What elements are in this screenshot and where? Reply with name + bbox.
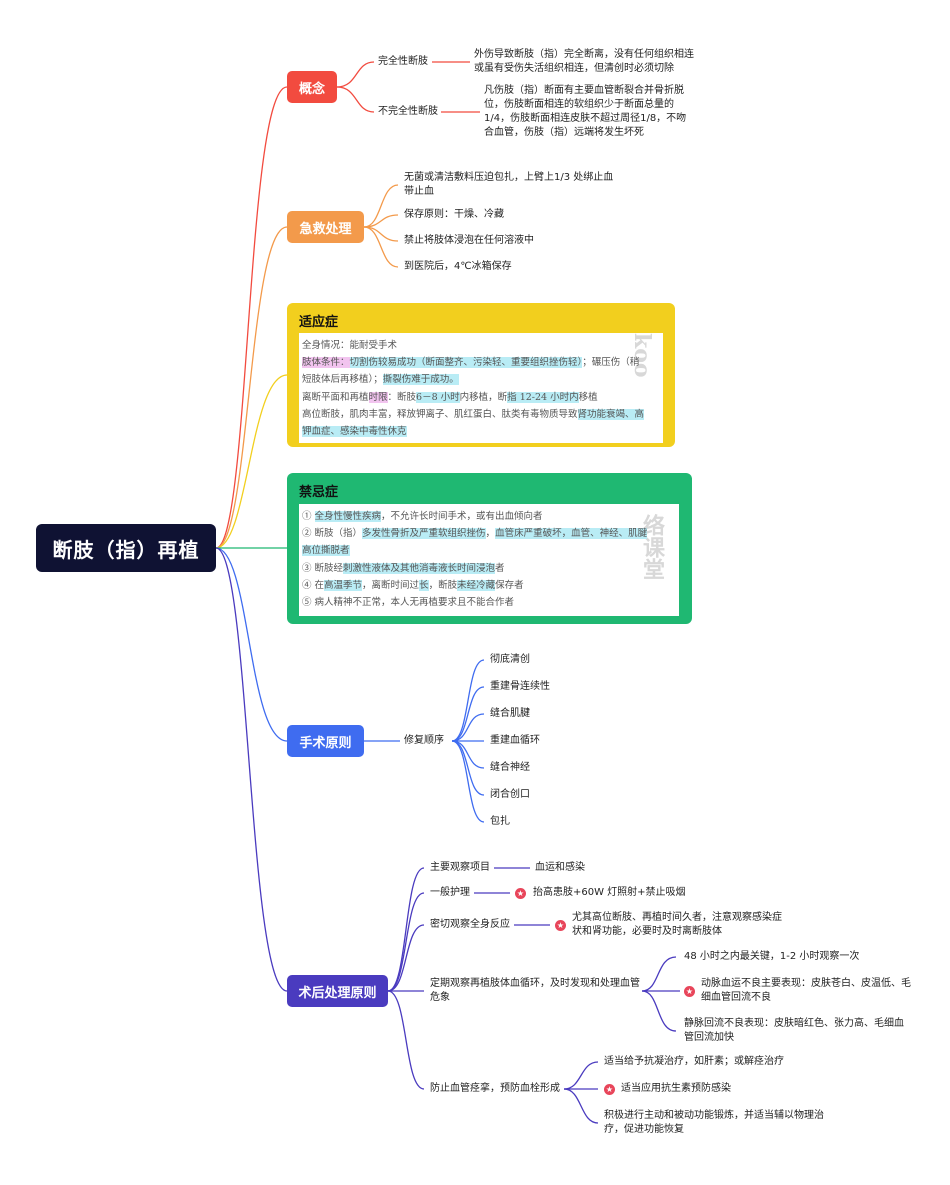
periodic-item: 动脉血运不良主要表现：皮肤苍白、皮温低、毛细血管回流不良	[701, 978, 911, 1003]
branch-concept[interactable]: 概念	[287, 71, 337, 103]
contra-text: ，不允许长时间手术，或有出血倾向者	[381, 511, 543, 522]
indication-title: 适应症	[299, 315, 339, 330]
first-aid-item: 到医院后，4℃冰箱保存	[404, 261, 512, 272]
complete-amputation-desc: 外伤导致断肢（指）完全断离，没有任何组织相连或虽有受伤失活组织相连，但清创时必须…	[474, 49, 694, 74]
contra-text: 全身性慢性疾病	[314, 511, 382, 522]
incomplete-amputation-desc: 凡伤肢（指）断面有主要血管断裂合并骨折脱位，伤肢断面相连的软组织少于断面总量的1…	[484, 85, 687, 138]
surgery-step: 缝合肌腱	[490, 708, 530, 719]
prevent-item: 积极进行主动和被动功能锻炼，并适当辅以物理治疗，促进功能恢复	[604, 1110, 824, 1135]
star-icon: ★	[515, 888, 526, 899]
repair-order-label: 修复顺序	[404, 735, 444, 746]
contra-text: 刺激性液体及其他消毒液长时间浸泡	[343, 563, 496, 574]
contra-text: 长	[419, 580, 429, 591]
general-care-value: 抬高患肢+60W 灯照射+禁止吸烟	[533, 887, 686, 898]
surgery-step: 闭合创口	[490, 789, 530, 800]
indication-text: 撕裂伤难于成功。	[382, 374, 459, 385]
prevent-item: 适当应用抗生素预防感染	[621, 1083, 731, 1094]
watermark: 络课堂	[639, 514, 665, 580]
contra-text: ，离断时间过	[362, 580, 420, 591]
surgery-step: 重建骨连续性	[490, 681, 550, 692]
indication-text: 离断平面和再植	[302, 392, 369, 403]
prevent-spasm-label: 防止血管痉挛，预防血栓形成	[430, 1083, 560, 1094]
first-aid-item: 保存原则：干燥、冷藏	[404, 209, 504, 220]
limb-condition-label: 肢体条件：	[302, 357, 350, 368]
periodic-observation-label: 定期观察再植肢体血循环，及时发现和处理血管危象	[430, 978, 640, 1003]
surgery-step: 彻底清创	[490, 654, 530, 665]
indication-text: 高位断肢，肌肉丰富，释放钾离子、肌红蛋白、肽类有毒物质导致	[302, 409, 578, 420]
contra-text: 高温季节	[324, 580, 363, 591]
star-icon: ★	[604, 1084, 615, 1095]
systemic-reaction-value: 尤其高位断肢、再植时间久者，注意观察感染症状和肾功能，必要时及时离断肢体	[572, 912, 782, 937]
star-icon: ★	[684, 986, 695, 997]
indication-text: 指 12-24 小时内	[507, 392, 579, 403]
root-topic[interactable]: 断肢（指）再植	[36, 524, 216, 572]
indication-text: 6－8 小时	[416, 392, 460, 403]
contra-text: ①	[302, 511, 315, 522]
main-observation-label: 主要观察项目	[430, 862, 490, 873]
contra-text: ③ 断肢经	[302, 563, 344, 574]
contra-text: 血管床严重破坏，血管、神经、肌腱	[495, 528, 648, 539]
indication-text: 肾功能衰竭、高	[577, 409, 645, 420]
contra-text: ，断肢	[428, 580, 458, 591]
surgery-step: 包扎	[490, 816, 510, 827]
general-care-label: 一般护理	[430, 887, 470, 898]
contra-text: 多发性骨折及严重软组织挫伤	[362, 528, 486, 539]
branch-first-aid[interactable]: 急救处理	[287, 211, 364, 243]
first-aid-item: 禁止将肢体浸泡在任何溶液中	[404, 235, 534, 246]
indication-text: 切割伤较易成功（断面整齐、污染轻、重要组织挫伤轻）	[349, 357, 583, 368]
contra-text: 保存者	[495, 580, 524, 591]
systemic-reaction-label: 密切观察全身反应	[430, 919, 510, 930]
incomplete-amputation-label: 不完全性断肢	[378, 106, 438, 117]
indication-line: 全身情况：能耐受手术	[302, 340, 398, 351]
contra-text: 者	[495, 563, 505, 574]
surgery-step: 重建血循环	[490, 735, 540, 746]
contra-text: ，	[485, 528, 496, 539]
indication-body: koo 全身情况：能耐受手术 肢体条件：切割伤较易成功（断面整齐、污染轻、重要组…	[299, 333, 663, 443]
first-aid-item: 无菌或清洁敷料压迫包扎，上臂上1/3 处绑止血带止血	[404, 172, 614, 197]
indication-text: ；碾压伤（稍	[582, 357, 640, 368]
contraindication-body: 络课堂 ① 全身性慢性疾病，不允许长时间手术，或有出血倾向者 ② 断肢（指）多发…	[299, 504, 679, 616]
contra-text: 未经冷藏	[457, 580, 496, 591]
star-icon: ★	[555, 920, 566, 931]
prevent-item: 适当给予抗凝治疗，如肝素；或解痉治疗	[604, 1056, 784, 1067]
indication-text: 移植	[578, 392, 598, 403]
indication-text: ：断肢	[387, 392, 417, 403]
contra-text: ② 断肢（指）	[302, 528, 363, 539]
branch-surgery[interactable]: 手术原则	[287, 725, 364, 757]
periodic-item: 48 小时之内最关键，1-2 小时观察一次	[684, 951, 860, 962]
periodic-item: 静脉回流不良表现：皮肤暗红色、张力高、毛细血管回流加快	[684, 1018, 904, 1043]
indication-text: 内移植，断	[459, 392, 508, 403]
indication-card[interactable]: 适应症 koo 全身情况：能耐受手术 肢体条件：切割伤较易成功（断面整齐、污染轻…	[287, 303, 675, 447]
branch-postop[interactable]: 术后处理原则	[287, 975, 388, 1007]
indication-text: 时限	[368, 392, 388, 403]
indication-text: 钾血症、感染中毒性休克	[302, 426, 407, 437]
watermark: koo	[629, 333, 655, 378]
main-observation-value: 血运和感染	[535, 862, 585, 873]
complete-amputation-label: 完全性断肢	[378, 56, 428, 67]
contra-text: ⑤ 病人精神不正常，本人无再植要求且不能合作者	[302, 597, 515, 608]
surgery-step: 缝合神经	[490, 762, 530, 773]
contraindication-card[interactable]: 禁忌症 络课堂 ① 全身性慢性疾病，不允许长时间手术，或有出血倾向者 ② 断肢（…	[287, 473, 692, 624]
contra-text: ④ 在	[302, 580, 325, 591]
contraindication-title: 禁忌症	[299, 485, 339, 500]
indication-text: 短肢体后再移植）；	[302, 374, 383, 385]
contra-text: 高位撕脱者	[302, 545, 350, 556]
